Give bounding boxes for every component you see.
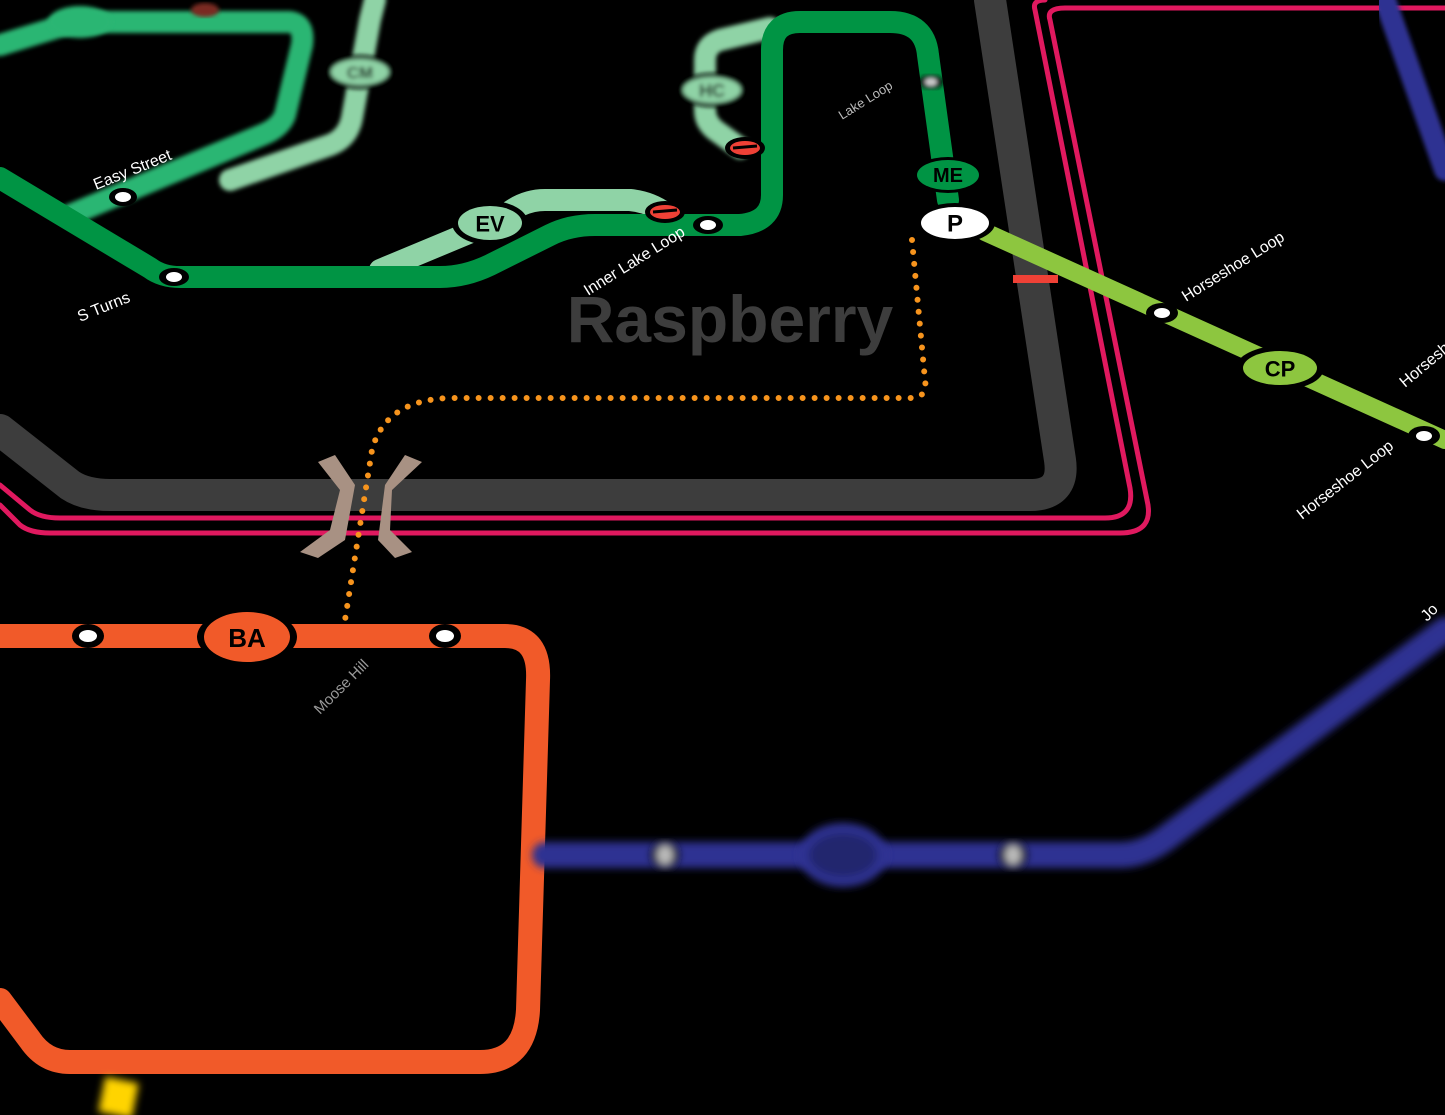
blue-trail[interactable]: [532, 617, 1445, 868]
label-s-turns: S Turns: [75, 289, 132, 325]
gray-trail[interactable]: [0, 0, 1077, 511]
pink-trail-inner[interactable]: [0, 0, 1134, 521]
station-horseshoe-1[interactable]: [1146, 303, 1178, 323]
badge-ev[interactable]: EV: [452, 201, 528, 245]
closed-trail-icon: [191, 3, 765, 223]
parking-icon[interactable]: P: [915, 203, 995, 243]
blue-trail-top[interactable]: [1374, 0, 1445, 181]
badge-ba[interactable]: BA: [197, 609, 297, 665]
badge-ev-label: EV: [475, 212, 505, 237]
label-horseshoe-1: Horseshoe Loop: [1179, 229, 1288, 306]
stations: [72, 75, 1440, 869]
station-moose-hill[interactable]: [429, 624, 461, 648]
badge-cp-label: CP: [1265, 357, 1296, 382]
label-moose-hill: Moose Hill: [311, 656, 373, 718]
dark-green-trail[interactable]: [0, 11, 959, 288]
station-s-turns[interactable]: [159, 268, 189, 286]
badge-cm-label: CM: [347, 64, 373, 83]
mid-green-trail[interactable]: [0, 11, 314, 226]
pink-trail-outer[interactable]: [0, 5, 1445, 536]
station-blue-1[interactable]: [651, 841, 679, 869]
dotted-connector-trail[interactable]: [342, 237, 929, 623]
bridge-icon: [300, 455, 422, 558]
badge-me[interactable]: ME: [912, 157, 984, 193]
area-label: Raspberry: [567, 282, 894, 356]
closed-segment-marker: [1013, 275, 1058, 283]
badge-blue[interactable]: [799, 823, 887, 887]
station-farmers[interactable]: [72, 624, 104, 648]
station-inner-lake-loop[interactable]: [693, 216, 723, 234]
badge-cm[interactable]: CM: [326, 55, 394, 89]
badge-ba-label: BA: [228, 623, 266, 653]
lime-trail[interactable]: [976, 223, 1445, 449]
badge-hc-label: HC: [699, 81, 725, 101]
badge-me-label: ME: [933, 165, 963, 187]
yellow-trail[interactable]: [98, 1076, 139, 1115]
label-horseshoe-2: Horseshoe Loop: [1294, 437, 1397, 523]
station-easy-street[interactable]: [109, 188, 137, 206]
badge-hc[interactable]: HC: [678, 73, 746, 107]
parking-label: P: [947, 211, 963, 238]
badge-cp[interactable]: CP: [1236, 346, 1324, 390]
station-horseshoe-2[interactable]: [1408, 426, 1440, 446]
station-blue-2[interactable]: [999, 841, 1027, 869]
light-green-trail-cm[interactable]: [219, 0, 386, 191]
badge-top-left: [48, 6, 112, 38]
label-horseshoe-3: Horsesh: [1397, 340, 1445, 391]
station-lake-loop[interactable]: [919, 75, 943, 89]
label-lake-loop: Lake Loop: [836, 78, 895, 123]
orange-trail[interactable]: [0, 624, 551, 1074]
